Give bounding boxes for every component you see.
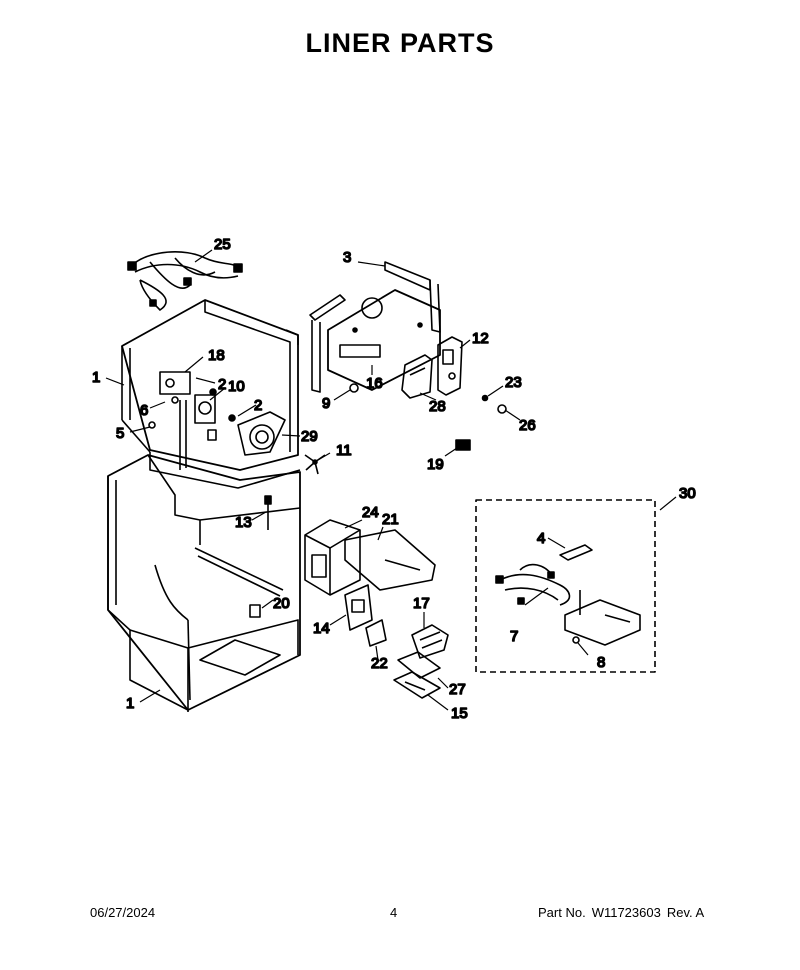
knob-part (497, 404, 507, 414)
part-label: Part No. (538, 905, 586, 920)
water-filter-housing-part (304, 519, 436, 596)
page-title: LINER PARTS (305, 28, 495, 58)
callout-26: 26 (519, 417, 536, 434)
thermistor-part (264, 495, 272, 530)
callout-3: 3 (343, 249, 351, 266)
mounting-screw-part (572, 636, 580, 644)
callout-labels: 1 1 2 2 3 4 5 6 7 8 9 10 11 12 13 14 15 … (91, 235, 696, 723)
callout-12: 12 (472, 330, 489, 347)
filter-door-part (365, 619, 387, 647)
wire-harness-part (127, 251, 243, 311)
control-panel-part (309, 261, 441, 393)
callout-2: 2 (218, 376, 226, 393)
filter-cover-part (344, 584, 373, 631)
control-board-bracket-part (564, 590, 641, 646)
leader-lines (105, 249, 677, 711)
footer-date: 06/27/2024 (90, 905, 156, 920)
control-housing-part (437, 336, 463, 396)
kit-box (475, 499, 656, 673)
callout-29: 29 (301, 428, 318, 445)
callout-22: 22 (371, 655, 388, 672)
callout-16: 16 (366, 375, 383, 392)
callout-15: 15 (451, 705, 468, 722)
revision: Rev. A (666, 905, 705, 920)
callout-2: 2 (254, 397, 262, 414)
callout-4: 4 (537, 530, 545, 547)
callout-23: 23 (505, 374, 522, 391)
callout-6: 6 (140, 402, 148, 419)
callout-17: 17 (413, 595, 430, 612)
freezer-liner-part (121, 299, 301, 489)
callout-27: 27 (449, 681, 466, 698)
evaporator-fan-assembly (148, 371, 286, 456)
screw-part (349, 383, 359, 393)
connector-part (559, 544, 593, 561)
dispenser-wheel-part (411, 624, 449, 659)
air-duct-part (401, 354, 433, 399)
wiring-kit-part (495, 563, 571, 606)
callout-19: 19 (427, 456, 444, 473)
callout-9: 9 (322, 395, 330, 412)
footer-page-number: 4 (390, 905, 398, 920)
callout-30: 30 (679, 485, 696, 502)
callout-1: 1 (92, 369, 100, 386)
callout-7: 7 (510, 628, 518, 645)
callout-20: 20 (273, 595, 290, 612)
callout-24: 24 (362, 504, 379, 521)
callout-13: 13 (235, 514, 252, 531)
light-socket-part (455, 439, 471, 451)
drip-tray-part (393, 651, 441, 699)
knob-shaft-part (481, 394, 489, 402)
callout-11: 11 (336, 442, 352, 459)
callout-21: 21 (382, 511, 399, 528)
callout-8: 8 (597, 654, 605, 671)
callout-25: 25 (214, 236, 231, 253)
callout-18: 18 (208, 347, 225, 364)
footer-part-info: Part No. W11723603 Rev. A (538, 905, 710, 920)
plug-part (249, 604, 261, 618)
refrigerator-liner-part (107, 454, 301, 712)
callout-5: 5 (116, 425, 124, 442)
callout-10: 10 (228, 378, 245, 395)
callout-28: 28 (429, 398, 446, 415)
part-number: W11723603 (591, 905, 661, 920)
callout-1: 1 (126, 695, 134, 712)
callout-14: 14 (313, 620, 330, 637)
